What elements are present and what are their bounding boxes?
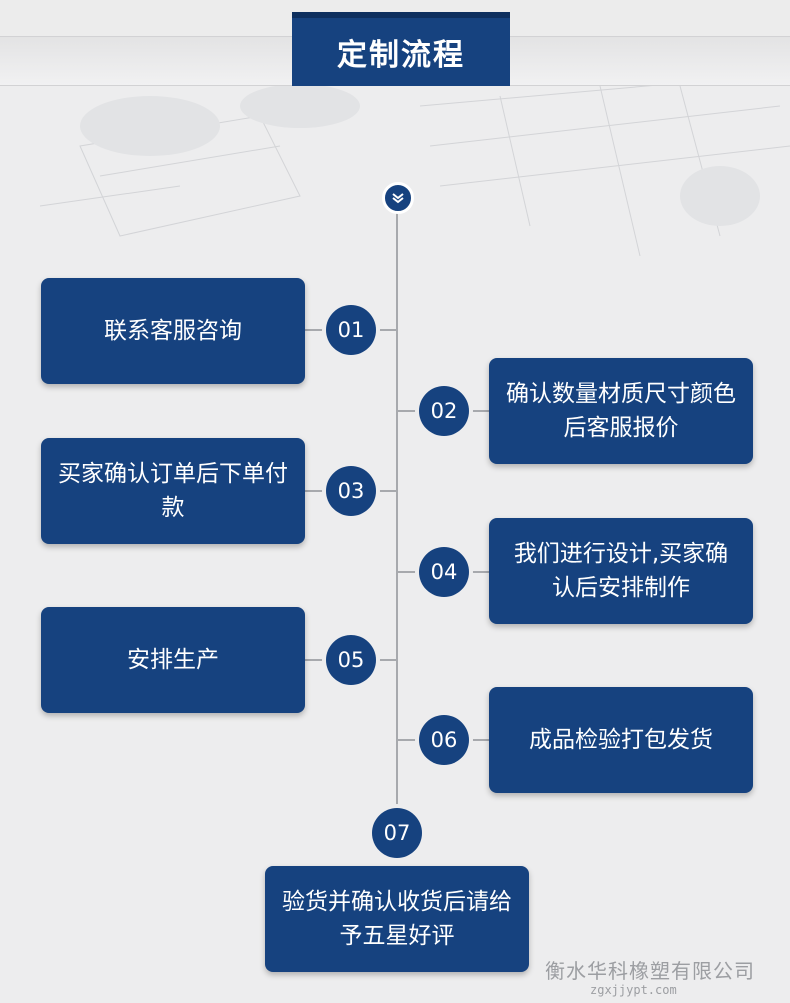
step-number-07: 07 — [372, 808, 422, 858]
chevron-down-icon — [382, 182, 414, 214]
watermark-company: 衡水华科橡塑有限公司 — [545, 959, 755, 983]
step-box-01: 联系客服咨询 — [41, 278, 305, 384]
step-box-06: 成品检验打包发货 — [489, 687, 753, 793]
step-number-04: 04 — [419, 547, 469, 597]
watermark-url: zgxjjypt.com — [590, 983, 677, 997]
background-blueprint-art — [39, 86, 790, 256]
page-title: 定制流程 — [292, 12, 510, 86]
step-number-03: 03 — [326, 466, 376, 516]
step-box-03: 买家确认订单后下单付款 — [41, 438, 305, 544]
step-box-02: 确认数量材质尺寸颜色后客服报价 — [489, 358, 753, 464]
step-box-04: 我们进行设计,买家确认后安排制作 — [489, 518, 753, 624]
step-number-02: 02 — [419, 386, 469, 436]
step-number-01: 01 — [326, 305, 376, 355]
timeline-line — [396, 210, 398, 834]
step-box-07: 验货并确认收货后请给予五星好评 — [265, 866, 529, 972]
step-number-05: 05 — [326, 635, 376, 685]
step-box-05: 安排生产 — [41, 607, 305, 713]
step-number-06: 06 — [419, 715, 469, 765]
